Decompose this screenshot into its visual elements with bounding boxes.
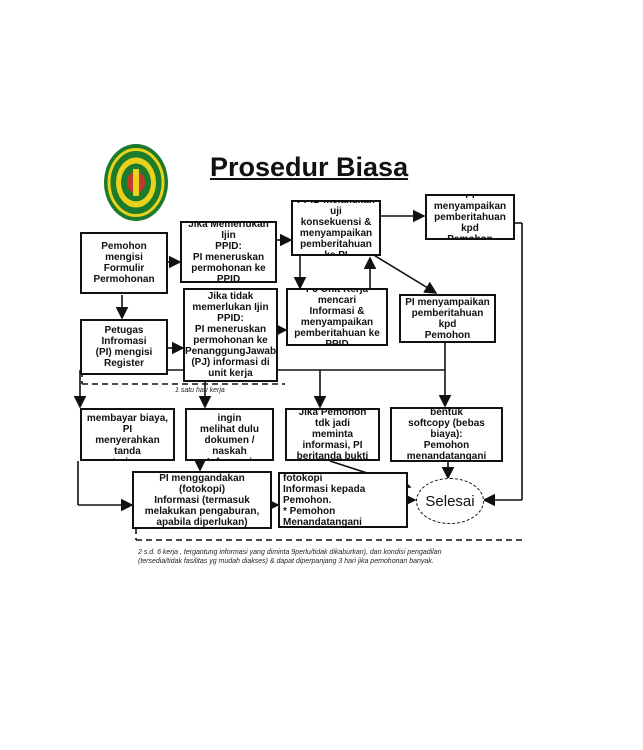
box-fotokopi: PI menggandakan (fotokopi) Informasi (te… xyxy=(132,471,272,529)
box-pemohon: Pemohon mengisi Formulir Permohonan xyxy=(80,232,168,294)
note-footer: 2 s.d. 6 kerja , tergantung informasi ya… xyxy=(138,549,442,565)
box-pi-kpd-1: PI menyampaikan pemberitahuan kpd Pemoho… xyxy=(425,194,515,240)
box-pi-kpd-2: PI menyampaikan pemberitahuan kpd Pemoho… xyxy=(399,294,496,343)
box-tdk-jadi: Jika Pemohon tdk jadi meminta informasi,… xyxy=(285,408,380,461)
box-ppid: PPID melakukan uji konsekuensi & menyamp… xyxy=(291,200,381,256)
box-mau: Jika Pemohon mau & membayar biaya, PI me… xyxy=(80,408,175,461)
box-jika-ijin: Jika Memerlukan Ijin PPID: PI meneruskan… xyxy=(180,221,277,283)
box-ingin: Jika Pemohon ingin melihat dulu dokumen … xyxy=(185,408,274,461)
page-title: Prosedur Biasa xyxy=(210,152,409,182)
box-jika-tidak: Jika tidak memerlukan Ijin PPID: PI mene… xyxy=(183,288,278,382)
court-seal-logo xyxy=(103,143,169,222)
note-satu-hari: 1 satu hari kerja xyxy=(175,387,225,394)
box-petugas: Petugas Infromasi (PI) mengisi Register xyxy=(80,319,168,375)
box-softcopy: Jika Informasi dpt diberikan dalam bentu… xyxy=(390,407,503,462)
selesai-terminal: Selesai xyxy=(416,478,484,524)
box-pj: PJ Unit Kerja mencari Informasi & menyam… xyxy=(286,288,388,346)
box-menyerahkan: * PI menyerahkan fotokopi Informasi kepa… xyxy=(278,472,408,528)
